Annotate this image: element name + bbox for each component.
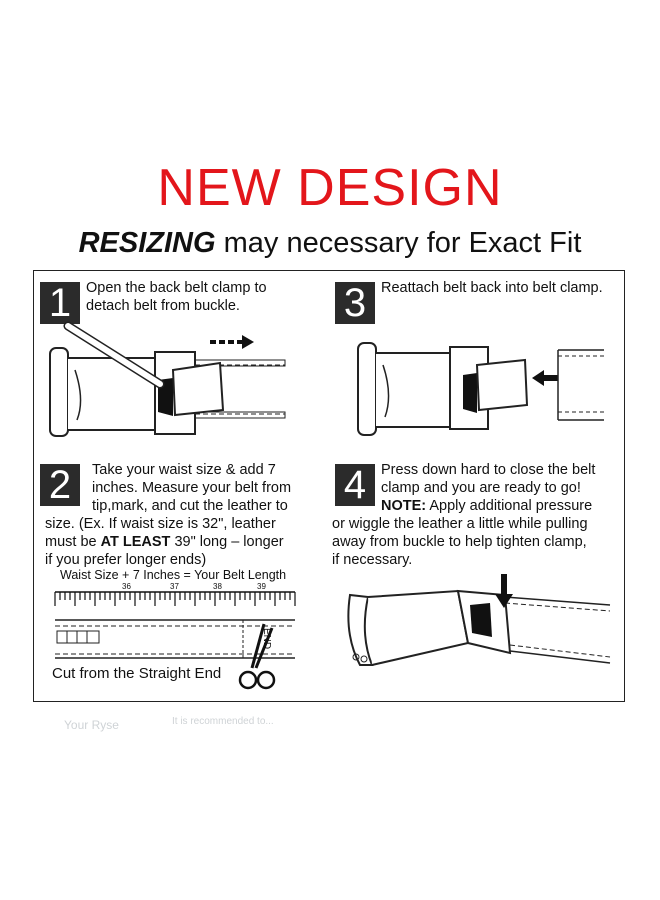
step-2-line: inches. Measure your belt from: [92, 480, 292, 496]
step-4-line: NOTE: Apply additional pressure: [381, 498, 593, 514]
ruler-tick-label: 37: [170, 582, 179, 591]
ruler-tick-label: 38: [213, 582, 222, 591]
ghost-text: Your Ryse: [64, 718, 119, 732]
ghost-text: It is recommended to...: [172, 716, 274, 727]
ruler-tick-label: 39: [257, 582, 266, 591]
subtitle-rest: may necessary for Exact Fit: [215, 227, 582, 259]
pry-tool-icon: [63, 321, 165, 389]
step-1-line: detach belt from buckle.: [86, 298, 240, 314]
step-4-line: away from buckle to help tighten clamp,: [332, 534, 587, 550]
step-4-line: clamp and you are ready to go!: [381, 480, 581, 496]
step-4-line: or wiggle the leather a little while pul…: [332, 516, 588, 532]
subtitle-emphasis: RESIZING: [78, 227, 216, 259]
arrow-down-icon: [495, 574, 513, 608]
step-4-text-a: Press down hard to close the belt clamp …: [381, 461, 595, 515]
step-3-text: Reattach belt back into belt clamp.: [381, 279, 603, 297]
step-3-number: 3: [335, 282, 375, 324]
step-2-line: size. (Ex. If waist size is 32", leather: [45, 516, 276, 532]
step-4-text-b: or wiggle the leather a little while pul…: [332, 515, 588, 569]
step-2-line: Take your waist size & add 7: [92, 462, 276, 478]
belt-strap-icon: [557, 349, 604, 421]
step-2-line: tip,mark, and cut the leather to: [92, 498, 288, 514]
step-2-line: if you prefer longer ends): [45, 552, 207, 568]
step-2-text-a: Take your waist size & add 7 inches. Mea…: [92, 461, 291, 515]
step-1-number: 1: [40, 282, 80, 324]
arrow-right-icon: [210, 335, 254, 349]
step-2-number: 2: [40, 464, 80, 506]
step-4-line: if necessary.: [332, 552, 413, 568]
step-4-line: Press down hard to close the belt: [381, 462, 596, 478]
step-1-text: Open the back belt clamp to detach belt …: [86, 279, 267, 315]
buckle-icon: [357, 342, 529, 436]
page-title: NEW DESIGN: [157, 159, 503, 217]
buckle-icon: [347, 589, 611, 666]
page-subtitle: RESIZING may necessary for Exact Fit: [0, 226, 660, 260]
cut-caption: Cut from the Straight End: [52, 665, 222, 682]
ruler-icon: [54, 591, 296, 606]
step-4-number: 4: [335, 464, 375, 506]
step-3-line: Reattach belt back into belt clamp.: [381, 280, 603, 296]
step-2-text-b: size. (Ex. If waist size is 32", leather…: [45, 515, 284, 569]
step-2-line: must be AT LEAST 39" long – longer: [45, 534, 284, 550]
scissors-icon: [238, 623, 276, 690]
buckle-icon: [49, 347, 286, 437]
instructions-frame: [33, 270, 625, 702]
arrow-left-icon: [532, 370, 558, 386]
ruler-caption: Waist Size + 7 Inches = Your Belt Length: [60, 568, 287, 582]
ruler-tick-label: 36: [122, 582, 131, 591]
step-1-line: Open the back belt clamp to: [86, 280, 267, 296]
